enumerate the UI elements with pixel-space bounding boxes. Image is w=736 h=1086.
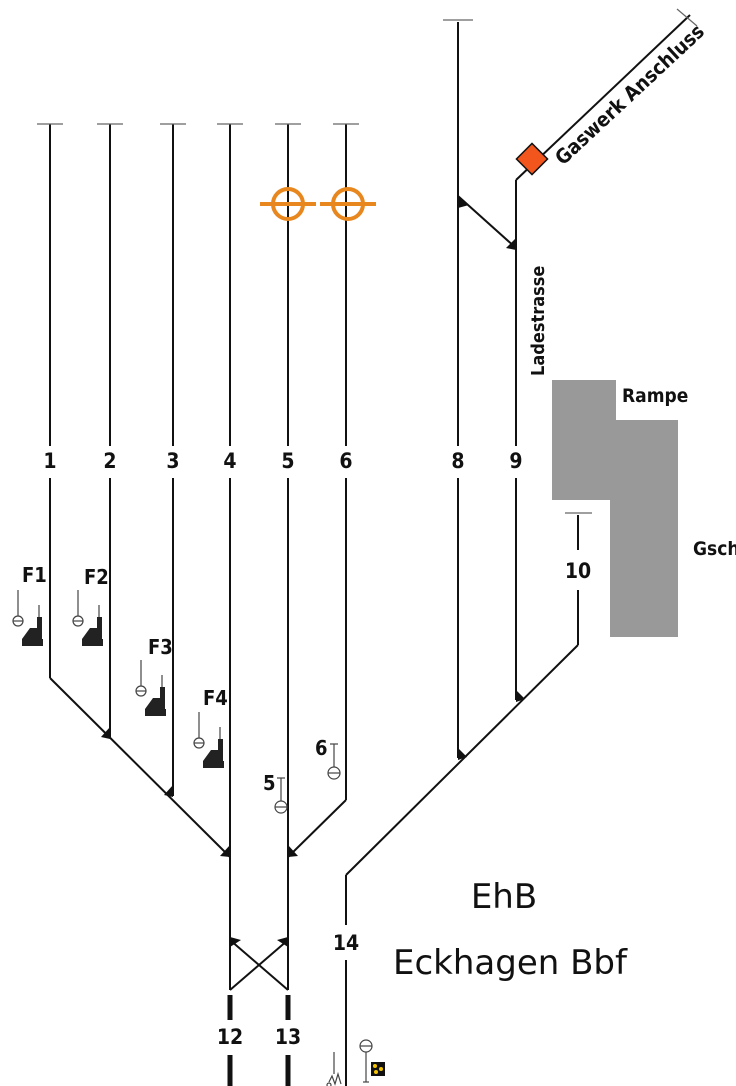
track-6-diagonal — [287, 799, 347, 858]
track-label-10: 10 — [565, 559, 591, 583]
tracks — [49, 14, 691, 1086]
buffer-stop-icon — [676, 8, 698, 27]
signal-labels: F1 F2 F3 F4 5 6 — [22, 563, 328, 795]
turnout-icon — [516, 690, 525, 702]
ladder-left — [49, 677, 231, 858]
track-closed-marker-5 — [260, 187, 316, 221]
track-label-8: 8 — [451, 449, 464, 473]
track-label-1: 1 — [43, 449, 56, 473]
turnout-icon — [101, 727, 110, 739]
signal-label-f3: F3 — [148, 635, 173, 659]
turnout-icon — [458, 196, 469, 208]
gaswerk-label: Gaswerk Anschluss — [550, 19, 709, 169]
signal-label-5: 5 — [263, 771, 276, 795]
ramp-building — [552, 380, 678, 637]
track-label-6: 6 — [339, 449, 352, 473]
rampe-label: Rampe — [622, 385, 688, 407]
buffer-stops — [37, 8, 698, 514]
turnout-icon — [230, 937, 241, 947]
turnout-icon — [220, 845, 230, 857]
shunting-signal-6 — [327, 743, 341, 780]
level-crossing-icon — [326, 1052, 342, 1086]
signal-label-f2: F2 — [84, 565, 109, 589]
signal-f1 — [12, 590, 43, 646]
ladestrasse-label: Ladestrasse — [528, 266, 549, 376]
ladder-right — [345, 644, 579, 876]
signal-f4 — [193, 712, 224, 768]
signal-f2 — [72, 590, 103, 646]
track-closed-marker-6 — [320, 187, 376, 221]
crossover-b — [229, 939, 289, 991]
siding-marker-icon — [515, 142, 549, 176]
track-labels: 1 2 3 4 5 6 8 9 10 12 13 14 — [43, 449, 591, 1049]
turnouts — [101, 196, 525, 947]
turnout-icon — [506, 238, 516, 250]
gsch-label: Gsch — [693, 538, 736, 560]
station-name: Eckhagen Bbf — [393, 943, 628, 983]
signal-disc-icon — [359, 1039, 373, 1083]
turnout-icon — [458, 748, 467, 760]
dwarf-signal-icon — [371, 1062, 385, 1076]
station-code: EhB — [471, 877, 537, 917]
turnout-icon — [288, 845, 298, 857]
turnout-icon — [164, 785, 173, 797]
track-label-4: 4 — [223, 449, 236, 473]
track-label-12: 12 — [217, 1025, 243, 1049]
shunting-signal-5 — [274, 777, 288, 814]
track-label-2: 2 — [103, 449, 116, 473]
gaswerk-siding — [515, 14, 691, 181]
track-label-14: 14 — [333, 931, 359, 955]
track-label-3: 3 — [166, 449, 179, 473]
signal-f3 — [135, 660, 166, 716]
signal-label-f1: F1 — [22, 563, 47, 587]
turnout-icon — [277, 937, 288, 947]
signal-label-6: 6 — [315, 736, 328, 760]
signal-label-f4: F4 — [203, 686, 228, 710]
track-label-9: 9 — [509, 449, 522, 473]
track-label-5: 5 — [281, 449, 294, 473]
track-label-13: 13 — [275, 1025, 301, 1049]
